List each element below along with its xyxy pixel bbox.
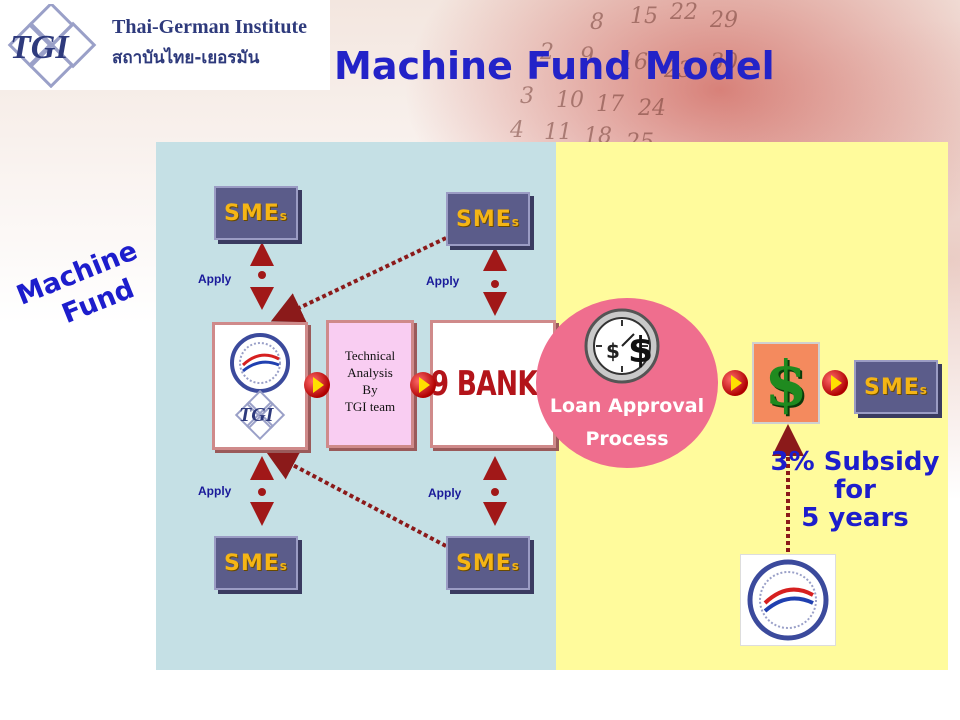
- dollar-box: $: [752, 342, 820, 424]
- apply-label-top-left: Apply: [198, 272, 232, 286]
- play-arrow-icon: [722, 370, 748, 396]
- osmep-logo: [740, 554, 836, 646]
- svg-text:$: $: [628, 330, 653, 371]
- svg-text:$: $: [606, 339, 620, 363]
- subsidy-line2: for: [834, 475, 876, 505]
- subsidy-line1: 3% Subsidy: [770, 447, 940, 477]
- technical-line4: TGI team: [344, 399, 396, 414]
- banks-label: 9 BANKS: [430, 364, 557, 404]
- play-arrow-icon: [822, 370, 848, 396]
- smes-tile-final: SMEs: [854, 360, 938, 414]
- tgi-logo-banner: TGI Thai-German Institute สถาบันไทย-เยอร…: [0, 0, 330, 90]
- apply-arrows-top-right: [483, 247, 507, 316]
- play-arrow-icon: [304, 372, 330, 398]
- loan-approval-circle: $ $ Loan Approval Process: [536, 298, 718, 468]
- apply-label-bottom-left: Apply: [198, 484, 232, 498]
- subsidy-text: 3% Subsidy for 5 years: [740, 448, 960, 532]
- loan-approval-line1: Loan Approval: [549, 395, 705, 417]
- apply-label-bottom-right: Apply: [428, 486, 462, 500]
- smes-tile-bottom-left: SMEs: [214, 536, 298, 590]
- play-arrow-icon: [410, 372, 436, 398]
- smes-tile-top-right: SMEs: [446, 192, 530, 246]
- technical-line3: By: [362, 382, 378, 397]
- clock-money-icon: $ $: [584, 308, 660, 384]
- org-name: Thai-German Institute: [112, 16, 307, 38]
- subsidy-line3: 5 years: [801, 503, 909, 533]
- loan-approval-line2: Process: [585, 428, 669, 450]
- smes-tile-top-left: SMEs: [214, 186, 298, 240]
- org-name-thai: สถาบันไทย-เยอรมัน: [112, 48, 260, 68]
- dotted-arrow-top-right-sme-to-tgi: [270, 236, 447, 323]
- apply-arrows-bottom-left: [250, 456, 274, 526]
- apply-arrows-top-left: [250, 242, 274, 310]
- loan-approval-label: Loan Approval Process: [536, 390, 718, 456]
- slide-title: Machine Fund Model: [334, 44, 775, 88]
- apply-arrows-bottom-right: [483, 456, 507, 526]
- osmep-tgi-emblem-icon: TGI: [230, 333, 290, 441]
- apply-label-top-right: Apply: [426, 274, 460, 288]
- technical-analysis-box: Technical Analysis By TGI team: [326, 320, 414, 448]
- dollar-icon: $: [764, 346, 808, 420]
- tgi-box-logo-text: TGI: [239, 404, 275, 426]
- technical-line1: Technical: [344, 348, 396, 363]
- tgi-logo-icon: TGI: [7, 4, 97, 88]
- tgi-logo-text: TGI: [10, 29, 70, 66]
- tgi-osmep-box: TGI: [212, 322, 308, 450]
- osmep-emblem-icon: [747, 559, 829, 641]
- smes-tile-bottom-right: SMEs: [446, 536, 530, 590]
- technical-line2: Analysis: [347, 365, 393, 380]
- dotted-arrow-bottom-right-sme-to-tgi: [264, 450, 447, 548]
